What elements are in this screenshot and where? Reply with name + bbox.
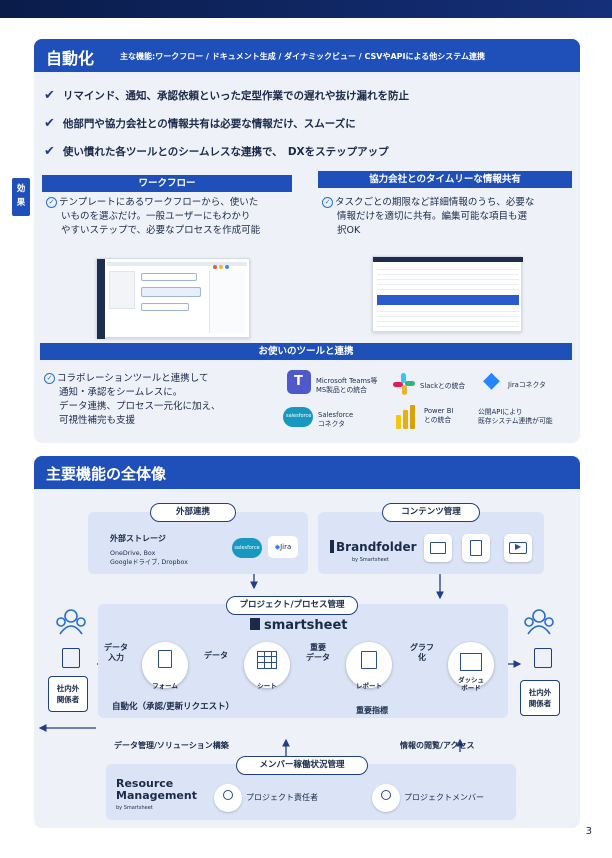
power-bi-icon <box>394 405 418 429</box>
salesforce-logo: salesforce <box>232 538 262 558</box>
resource-logo: Resource Management by Smartsheet <box>116 777 197 812</box>
tools-title: お使いのツールと連携 <box>40 343 572 360</box>
owner-icon <box>214 784 242 812</box>
jira-icon: ◆ <box>483 368 500 393</box>
automation-subtitle: 主な機能:ワークフロー / ドキュメント生成 / ダイナミックビュー / CSV… <box>120 52 486 61</box>
salesforce-icon: salesforce <box>283 407 313 427</box>
document-icon <box>462 534 490 562</box>
workflow-text: ✓テンプレートにあるワークフローから、使いた いものを選ぶだけ。一般ユーザーにも… <box>46 196 296 238</box>
storage-title: 外部ストレージ <box>110 534 166 543</box>
phone-icon-left <box>62 648 80 668</box>
effect-tag: 効果 <box>12 178 30 216</box>
process-title: プロジェクト/プロセス管理 <box>226 596 358 615</box>
smartsheet-logo: smartsheet <box>250 618 348 633</box>
jira-logo: ◆Jira <box>268 536 298 558</box>
check-circle-icon: ✓ <box>46 197 57 208</box>
member-icon <box>372 784 400 812</box>
check-icon: ✔ <box>44 144 55 159</box>
dashboard-icon <box>460 653 482 671</box>
bullet-2: ✔他部門や協力会社との情報共有は必要な情報だけ、スムーズに <box>44 116 356 131</box>
tool-jira: Jiraコネクタ <box>508 381 546 389</box>
check-icon: ✔ <box>44 88 55 103</box>
tool-api: 公開APIにより既存システム連携が可能 <box>478 408 553 425</box>
overview-title: 主要機能の全体像 <box>46 465 167 483</box>
check-circle-icon: ✓ <box>322 197 333 208</box>
workflow-title: ワークフロー <box>42 175 292 192</box>
top-banner <box>0 0 612 18</box>
timely-title: 協力会社とのタイムリーな情報共有 <box>318 171 572 188</box>
form-label: フォーム <box>152 682 178 690</box>
data-mgmt-label: データ管理/ソリューション構築 <box>114 741 229 750</box>
info-view-label: 情報の閲覧/アクセス <box>400 741 475 750</box>
dashboard-label: ダッシュ ボード <box>458 676 484 692</box>
microsoft-teams-icon: T <box>287 370 311 394</box>
image-icon <box>424 534 452 562</box>
form-icon <box>158 650 172 668</box>
report-node <box>346 642 392 688</box>
member-label: プロジェクトメンバー <box>404 793 484 802</box>
effect-tag-text: 効果 <box>16 184 26 208</box>
check-icon: ✔ <box>44 116 55 131</box>
brandfolder-logo: Brandfolder <box>330 540 417 554</box>
check-circle-icon: ✓ <box>44 373 55 384</box>
stakeholder-right: 社内外 関係者 <box>520 680 560 716</box>
workflow-screenshot <box>96 258 250 339</box>
sheet-node <box>244 642 290 688</box>
tool-slack: Slackとの統合 <box>420 382 466 390</box>
content-title: コンテンツ管理 <box>382 503 480 522</box>
bullet-3: ✔使い慣れた各ツールとのシームレスな連携で、 DXをステップアップ <box>44 144 389 159</box>
report-label: レポート <box>356 682 382 690</box>
overview-header: 主要機能の全体像 <box>34 456 580 489</box>
stakeholder-group-icon-left <box>56 609 86 635</box>
sharing-screenshot <box>372 256 523 332</box>
important-data-label: 重要 データ <box>306 643 330 662</box>
data-label: データ <box>204 651 228 660</box>
data-input-label: データ 入力 <box>104 643 128 662</box>
resource-title: メンバー稼働状況管理 <box>236 756 368 775</box>
stakeholder-group-icon-right <box>524 609 554 635</box>
dashboard-node <box>448 642 494 688</box>
key-metrics-label: 重要指標 <box>356 706 388 715</box>
phone-icon-right <box>534 648 552 668</box>
video-icon: ▶ <box>504 534 532 562</box>
automation-title: 自動化 <box>46 49 95 68</box>
timely-text: ✓タスクごとの期限など詳細情報のうち、必要な 情報だけを適切に共有。編集可能な項… <box>322 196 578 238</box>
graphing-label: グラフ 化 <box>410 643 434 662</box>
tools-text: ✓コラボレーションツールと連携して 通知・承認をシームレスに。 データ連携、プロ… <box>44 372 274 428</box>
brandfolder-by: by Smartsheet <box>352 557 389 563</box>
bullet-1: ✔リマインド、通知、承認依頼といった定型作業での遅れや抜け漏れを防止 <box>44 88 409 103</box>
automation-flow-label: 自動化（承認/更新リクエスト） <box>112 702 235 712</box>
owner-label: プロジェクト責任者 <box>246 793 318 802</box>
external-title: 外部連携 <box>150 503 236 522</box>
form-node <box>142 642 188 688</box>
slack-icon <box>392 372 416 396</box>
stakeholder-left: 社内外 関係者 <box>48 676 88 712</box>
sheet-icon <box>257 651 277 669</box>
automation-header: 自動化 主な機能:ワークフロー / ドキュメント生成 / ダイナミックビュー /… <box>34 39 580 72</box>
page-number: 3 <box>585 826 592 837</box>
sheet-label: シート <box>257 682 277 690</box>
report-icon <box>361 651 377 669</box>
